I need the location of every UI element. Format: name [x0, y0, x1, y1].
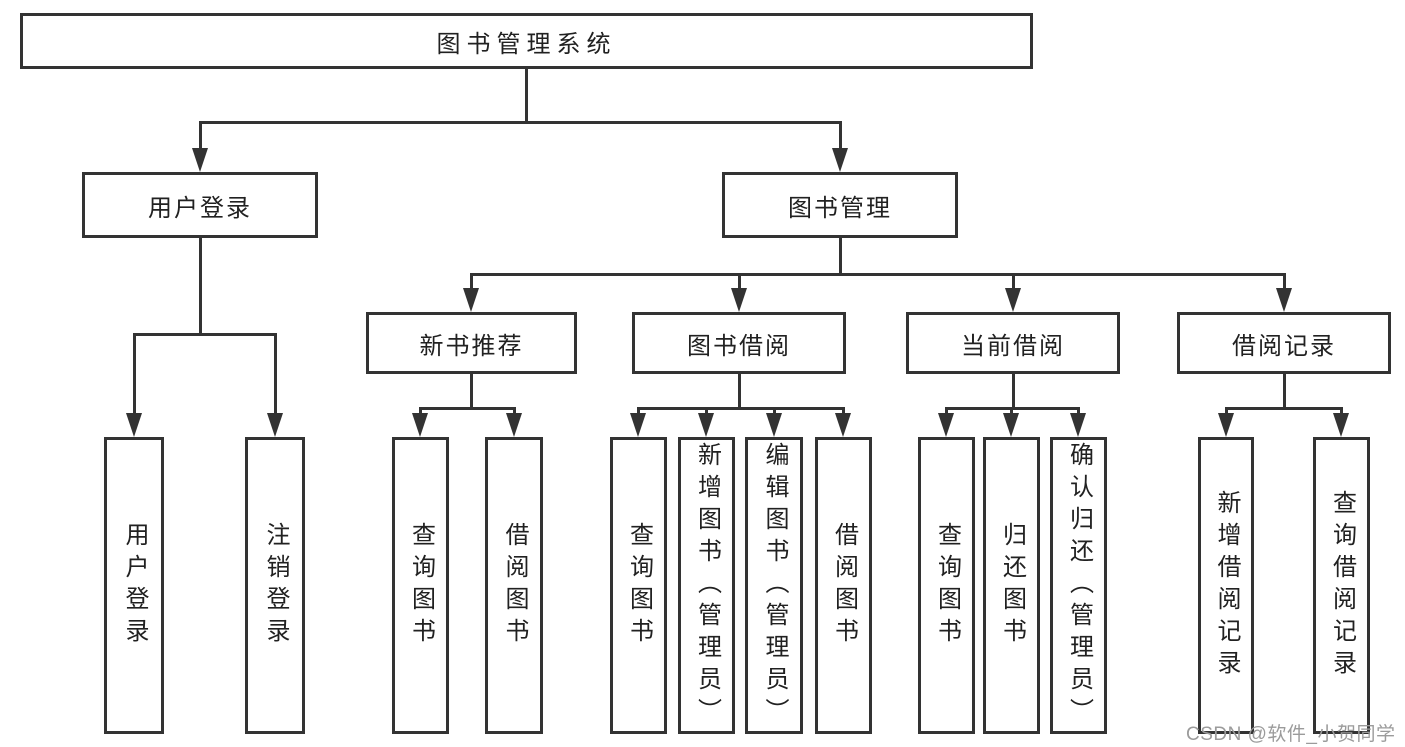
leaf-label: 用户登录	[121, 521, 148, 650]
leaf-label: 借阅图书	[830, 521, 858, 650]
connector-line	[738, 273, 741, 291]
connector-line	[470, 374, 473, 407]
connector-line	[274, 333, 277, 413]
connector-line	[1012, 374, 1015, 407]
connector-line	[199, 238, 202, 333]
node-label: 借阅记录	[1232, 332, 1336, 360]
connector-arrowhead	[463, 288, 479, 312]
connector-arrowhead	[630, 413, 646, 437]
connector-arrowhead	[1003, 413, 1019, 437]
node-book-borrowing: 图书借阅	[632, 312, 846, 374]
connector-line	[199, 121, 202, 151]
connector-line	[470, 273, 473, 291]
leaf-query-books-borrowing: 查询图书	[610, 437, 667, 734]
connector-arrowhead	[835, 413, 851, 437]
connector-arrowhead	[698, 413, 714, 437]
connector-arrowhead	[1218, 413, 1234, 437]
leaf-label: 归还图书	[998, 521, 1026, 650]
connector-line	[839, 238, 842, 273]
leaf-query-books-recommend: 查询图书	[392, 437, 449, 734]
connector-line	[1283, 374, 1286, 407]
watermark: CSDN @软件_小贺同学	[1186, 724, 1396, 745]
node-current-borrowing: 当前借阅	[906, 312, 1120, 374]
node-new-book-recommend: 新书推荐	[366, 312, 577, 374]
connector-arrowhead	[506, 413, 522, 437]
connector-arrowhead	[1333, 413, 1349, 437]
node-label: 用户登录	[148, 194, 252, 222]
leaf-logout-login: 注销登录	[245, 437, 305, 734]
leaf-borrow-books-recommend: 借阅图书	[485, 437, 543, 734]
connector-line	[133, 333, 136, 413]
node-label: 图书借阅	[687, 332, 791, 360]
connector-arrowhead	[267, 413, 283, 437]
connector-line	[637, 407, 845, 410]
connector-line	[1225, 407, 1343, 410]
leaf-label: 编辑图书（管理员）	[761, 441, 788, 730]
connector-arrowhead	[766, 413, 782, 437]
leaf-label: 注销登录	[262, 521, 289, 650]
leaf-label: 查询图书	[625, 521, 653, 650]
leaf-return-books: 归还图书	[983, 437, 1040, 734]
leaf-add-borrow-record: 新增借阅记录	[1198, 437, 1254, 734]
node-label: 图书管理系统	[436, 30, 617, 58]
connector-line	[470, 273, 1286, 276]
leaf-label: 借阅图书	[501, 521, 528, 650]
connector-line	[133, 333, 277, 336]
leaf-label: 新增图书（管理员）	[693, 441, 721, 730]
node-borrowing-records: 借阅记录	[1177, 312, 1391, 374]
node-label: 图书管理	[788, 194, 892, 222]
leaf-add-books-admin: 新增图书（管理员）	[678, 437, 735, 734]
node-label: 新书推荐	[419, 332, 524, 360]
connector-line	[1012, 273, 1015, 291]
connector-line	[525, 68, 528, 121]
connector-line	[199, 121, 842, 124]
leaf-label: 新增借阅记录	[1213, 489, 1240, 682]
connector-arrowhead	[731, 288, 747, 312]
leaf-query-borrow-record: 查询借阅记录	[1313, 437, 1370, 734]
connector-arrowhead	[832, 148, 848, 172]
leaf-query-books-current: 查询图书	[918, 437, 975, 734]
node-label: 当前借阅	[961, 332, 1065, 360]
node-library-management-system: 图书管理系统	[20, 13, 1033, 69]
node-user-login: 用户登录	[82, 172, 318, 238]
connector-arrowhead	[1276, 288, 1292, 312]
leaf-user-login: 用户登录	[104, 437, 164, 734]
leaf-label: 查询借阅记录	[1328, 489, 1356, 682]
connector-arrowhead	[1005, 288, 1021, 312]
leaf-label: 确认归还（管理员）	[1065, 441, 1093, 730]
connector-line	[738, 374, 741, 407]
connector-arrowhead	[126, 413, 142, 437]
connector-arrowhead	[412, 413, 428, 437]
leaf-borrow-books-borrowing: 借阅图书	[815, 437, 872, 734]
node-book-management: 图书管理	[722, 172, 958, 238]
leaf-label: 查询图书	[933, 521, 961, 650]
leaf-edit-books-admin: 编辑图书（管理员）	[745, 437, 803, 734]
connector-line	[419, 407, 516, 410]
connector-arrowhead	[938, 413, 954, 437]
connector-arrowhead	[1070, 413, 1086, 437]
connector-line	[839, 121, 842, 151]
connector-line	[1283, 273, 1286, 291]
connector-arrowhead	[192, 148, 208, 172]
leaf-confirm-return-admin: 确认归还（管理员）	[1050, 437, 1107, 734]
leaf-label: 查询图书	[407, 521, 435, 650]
